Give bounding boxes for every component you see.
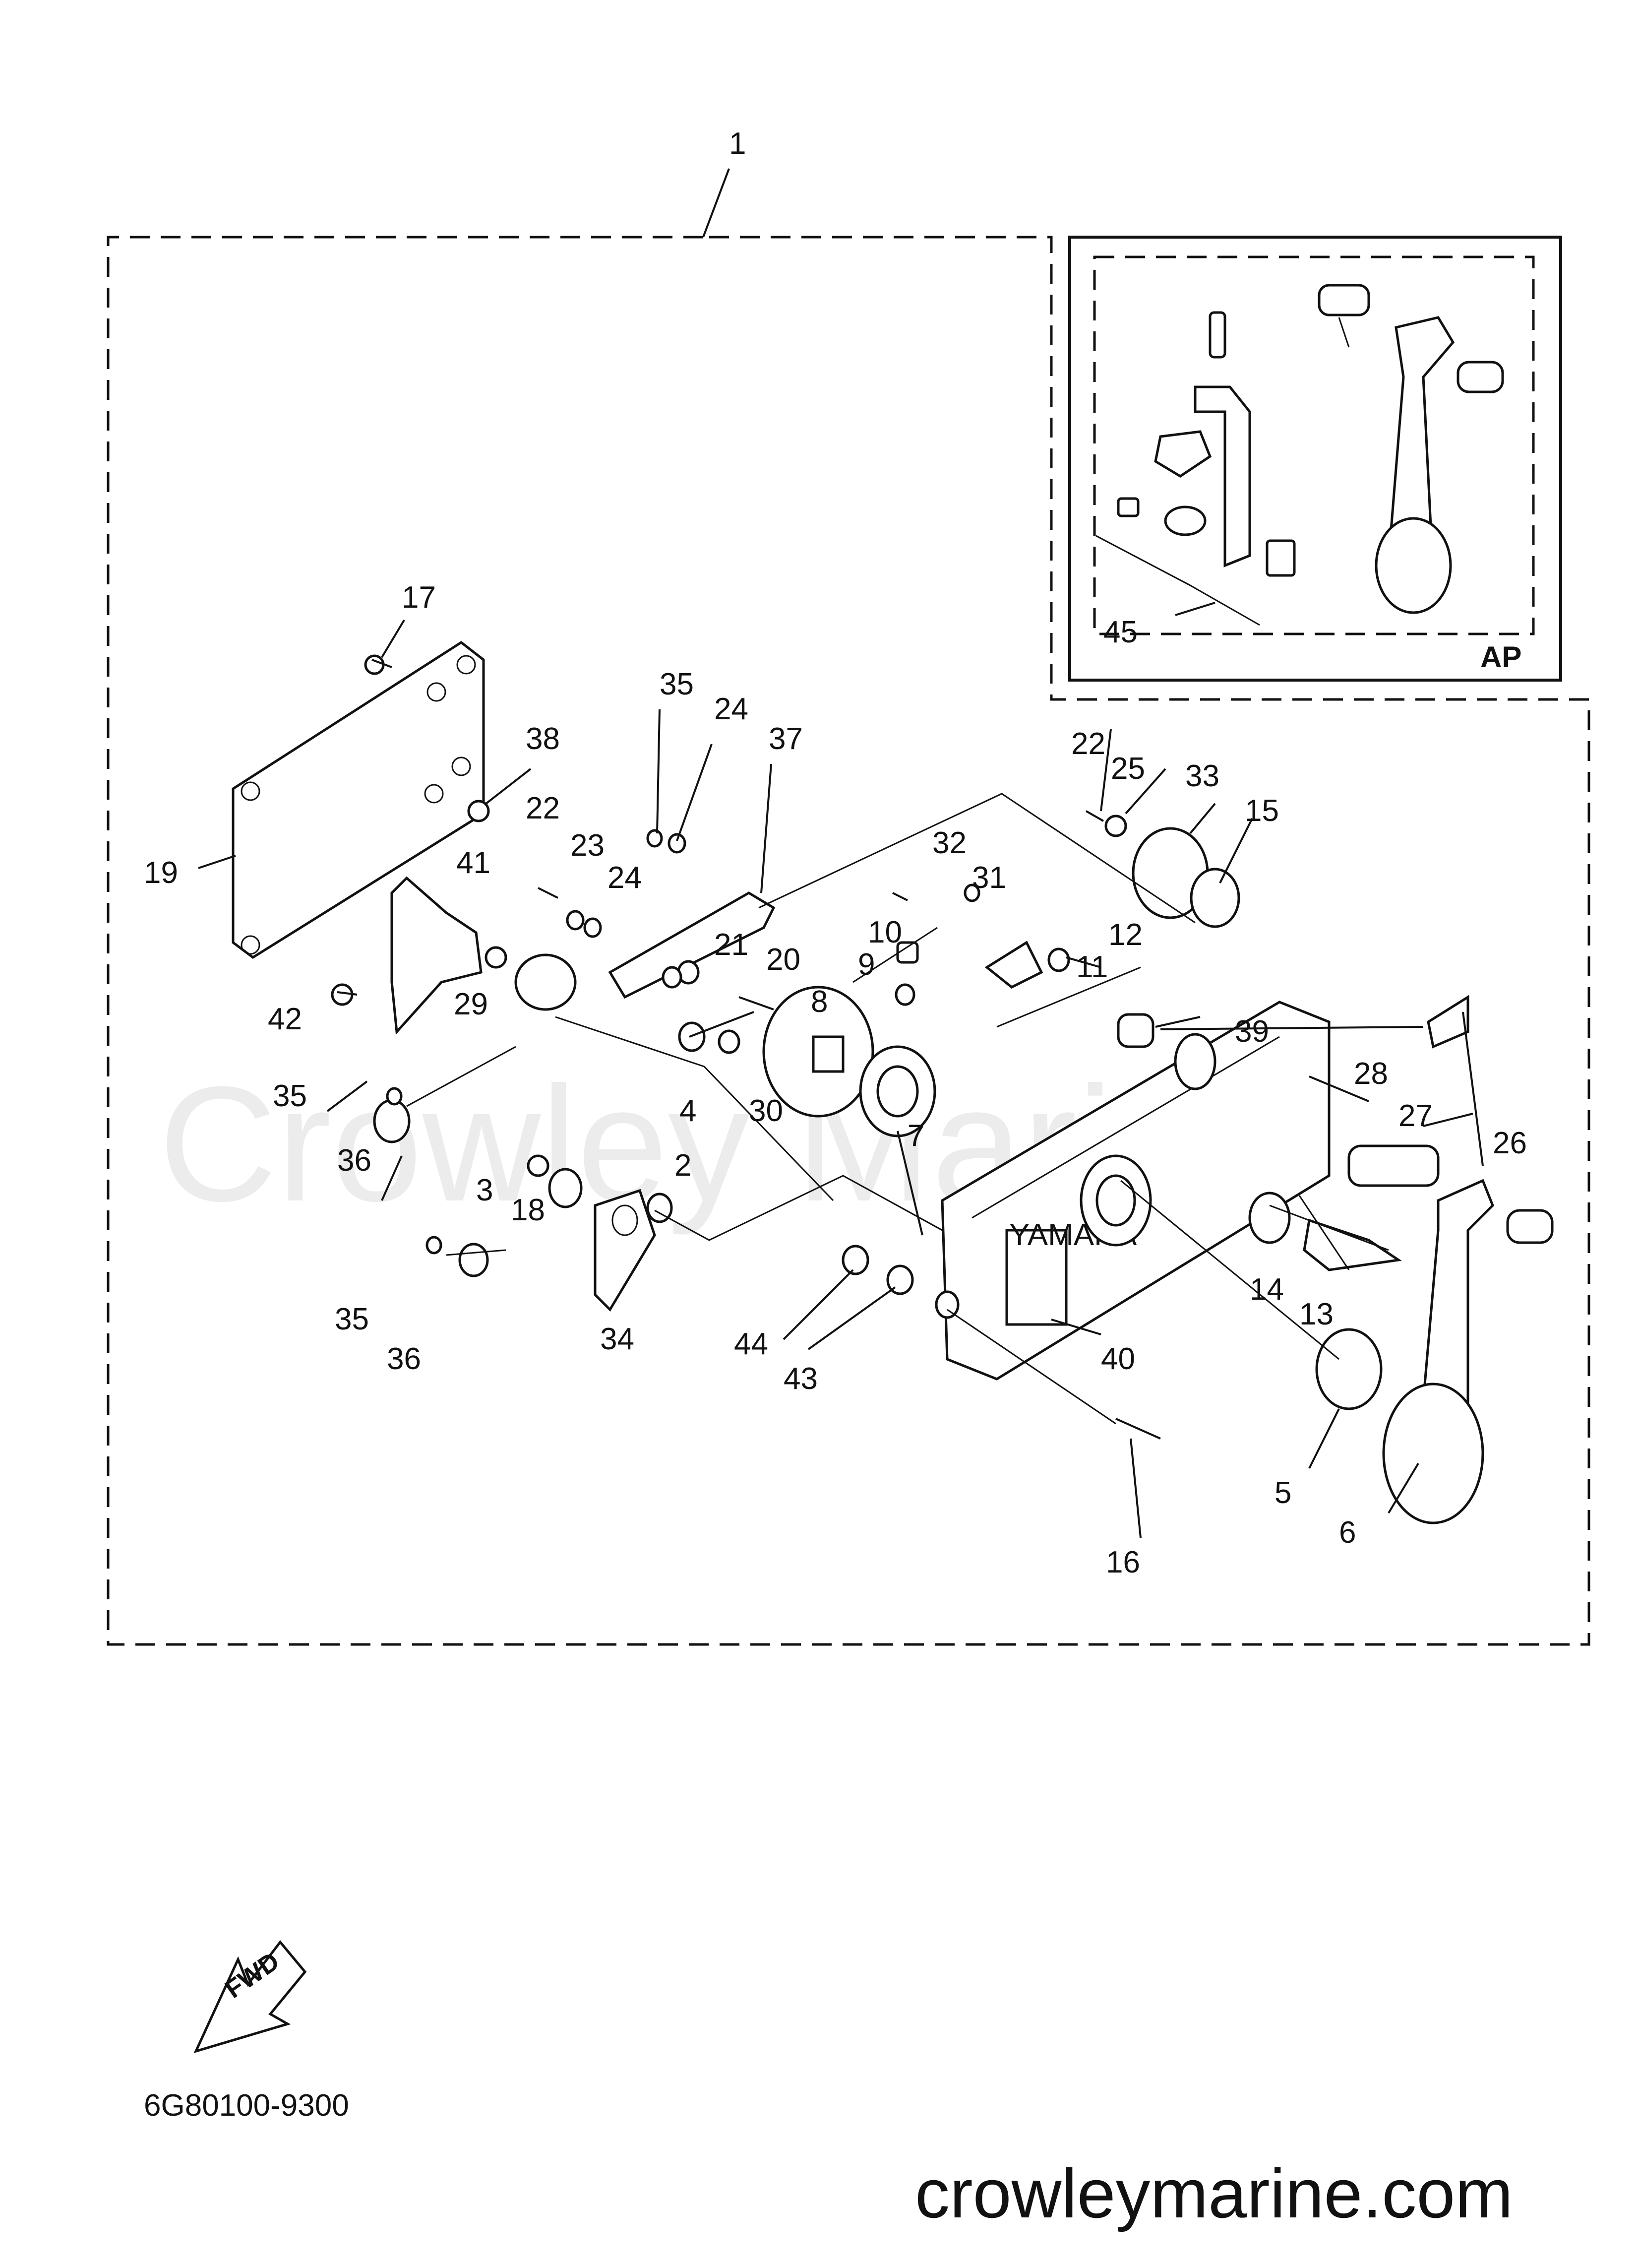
part-label: 33: [1185, 759, 1219, 793]
part-label: 25: [1111, 752, 1145, 786]
part-label: 4: [679, 1094, 696, 1128]
leaders: [198, 602, 1473, 1538]
screws: [337, 659, 1369, 1440]
part-label: 28: [1354, 1057, 1388, 1091]
part-label: 16: [1106, 1545, 1140, 1579]
handle-knob: [1506, 1209, 1554, 1244]
part-label: 29: [454, 987, 488, 1021]
part-label: 35: [335, 1302, 369, 1336]
part-label: 22: [526, 791, 560, 825]
part-label: 36: [337, 1143, 371, 1178]
part-label: 5: [1275, 1476, 1291, 1510]
part-label: 14: [1250, 1272, 1284, 1307]
housing-face: [972, 1036, 1280, 1219]
part-label: 15: [1245, 794, 1279, 828]
part-label: 20: [766, 943, 800, 977]
part-label: 40: [1101, 1342, 1135, 1376]
cover-plate-hole: [456, 655, 476, 675]
part-label: 12: [1108, 918, 1143, 952]
assembly-lines: [406, 793, 1389, 1425]
part-label: 27: [1398, 1099, 1433, 1133]
part-label: 35: [273, 1079, 307, 1113]
part-label: 17: [402, 580, 436, 615]
part-label: 21: [714, 928, 748, 962]
washer-inner: [876, 1065, 919, 1118]
badge-panel: [1005, 1229, 1068, 1326]
part-label: 24: [607, 861, 642, 895]
leader-1: [702, 168, 730, 238]
inset-lever-assembly: [1095, 284, 1504, 626]
part-label: 31: [972, 861, 1006, 895]
part-label: 34: [600, 1322, 634, 1356]
lock-lever: [1303, 1218, 1402, 1271]
part-label: 11: [1076, 950, 1108, 984]
website: crowleymarine.com: [915, 2154, 1513, 2232]
part-label: 13: [1299, 1297, 1334, 1331]
part-label: 38: [526, 722, 560, 756]
housing-boss-inner: [1095, 1174, 1136, 1227]
part-label: 35: [660, 667, 694, 701]
part-label: 19: [144, 856, 178, 890]
part-label: 30: [749, 1094, 783, 1128]
part-label: 32: [932, 826, 967, 860]
inset-dashed-boundary: [1093, 255, 1535, 635]
part-label: 24: [714, 692, 748, 726]
part-label: 43: [784, 1362, 818, 1396]
cover-plate: [232, 640, 485, 959]
part-label: 45: [1103, 615, 1138, 649]
part-label: 37: [769, 722, 803, 756]
cover-plate-hole: [241, 781, 260, 801]
fwd-arrow: [193, 1940, 307, 2053]
housing-slot: [1174, 1033, 1216, 1090]
part-label: 8: [811, 985, 828, 1019]
bushing: [1315, 1328, 1383, 1410]
part-label: 1: [729, 126, 746, 161]
part-label: 18: [511, 1193, 545, 1227]
part-label: 2: [674, 1148, 691, 1183]
part-label: 22: [1071, 727, 1105, 761]
cover-plate-hole: [241, 935, 260, 955]
part-label: 42: [268, 1002, 302, 1036]
spool: [1117, 1013, 1154, 1048]
part-number: 6G80100-9300: [144, 2088, 349, 2123]
cover-plate-hole: [424, 784, 444, 804]
part-label: 36: [387, 1342, 421, 1376]
bracket: [390, 876, 483, 1035]
assembly-boundary: [107, 236, 1590, 1646]
cover-plate-hole: [426, 682, 446, 702]
handle-hub: [1382, 1383, 1484, 1524]
throttle-arm: [594, 1189, 656, 1312]
part-label: 10: [868, 915, 902, 949]
cam-window: [812, 1035, 845, 1073]
cover-plate-hole: [451, 756, 471, 776]
inset-box: [1068, 236, 1562, 682]
part-label: 3: [476, 1173, 493, 1207]
part-label: 23: [570, 828, 605, 863]
part-label: 44: [734, 1327, 768, 1361]
part-label: 26: [1493, 1126, 1527, 1160]
arm-hole: [611, 1204, 638, 1236]
gear-ring: [1190, 868, 1240, 928]
crank: [1427, 995, 1469, 1049]
part-label: 7: [908, 1119, 924, 1153]
part-label: 6: [1339, 1515, 1356, 1550]
part-label: 9: [858, 947, 875, 982]
part-label: 41: [456, 846, 490, 880]
link-lever: [608, 891, 776, 999]
inset-code: AP: [1480, 640, 1521, 674]
crank-arm: [1462, 1011, 1484, 1166]
slide-block: [1347, 1144, 1440, 1187]
part-label: 39: [1235, 1014, 1269, 1049]
lever-washer: [1248, 1192, 1291, 1244]
